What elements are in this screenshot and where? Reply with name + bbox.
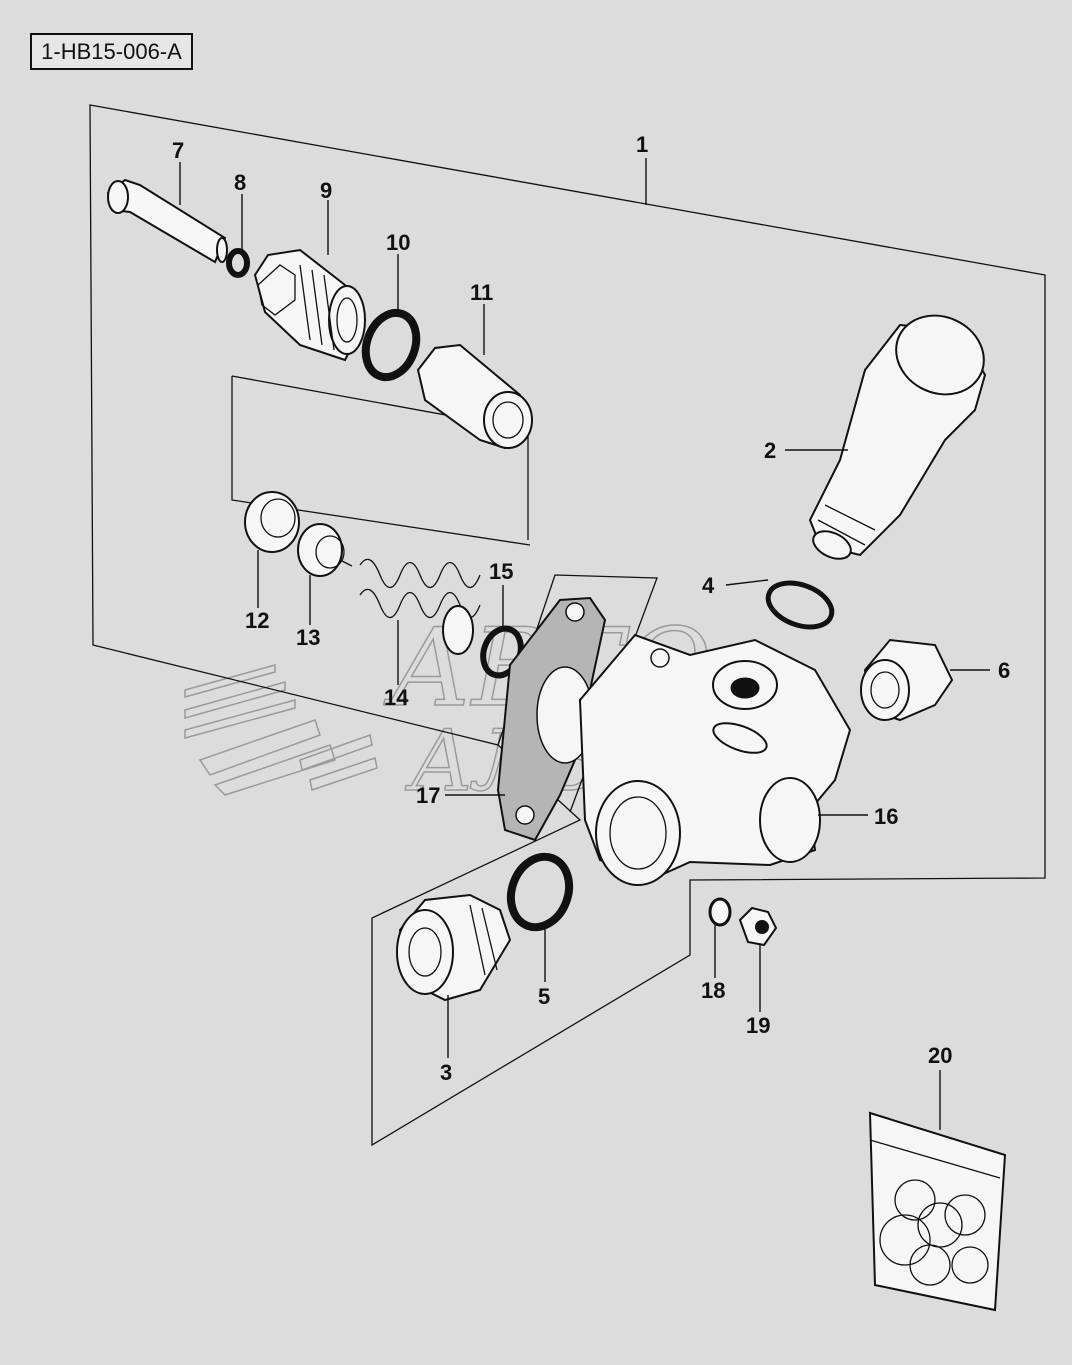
callout-8: 8 [234,170,246,195]
callout-19: 19 [746,1013,770,1038]
callout-labels: 1 2 3 4 5 6 7 8 9 10 11 12 13 14 15 16 1… [172,132,1010,1085]
callout-7: 7 [172,138,184,163]
part-10-o-ring [361,308,421,382]
part-17-gasket [496,596,607,842]
part-19-nut [738,906,778,947]
callout-5: 5 [538,984,550,1009]
part-3-connector [396,893,512,1002]
callout-3: 3 [440,1060,452,1085]
callout-15: 15 [489,559,513,584]
callout-16: 16 [874,804,898,829]
part-2-hand-primer [808,314,987,560]
part-11-sleeve [416,343,533,450]
callout-20: 20 [928,1043,952,1068]
reference-code-box: 1-HB15-006-A [30,33,193,70]
callout-13: 13 [296,625,320,650]
part-7-banjo-bolt [106,178,228,264]
callout-14: 14 [384,685,409,710]
part-18-washer [708,897,732,927]
leader-lines [179,158,990,1130]
part-14-spring [359,558,481,655]
part-9-fitting [253,248,367,362]
callout-17: 17 [416,783,440,808]
callout-1: 1 [636,132,648,157]
callout-6: 6 [998,658,1010,683]
callout-18: 18 [701,978,725,1003]
part-8-small-seal [226,248,250,278]
reference-code: 1-HB15-006-A [41,38,182,64]
callout-9: 9 [320,178,332,203]
part-12-cap [244,491,300,553]
callout-2: 2 [764,438,776,463]
part-13-valve [297,523,353,577]
part-16-housing [578,633,852,886]
part-20-repair-kit [868,1111,1007,1312]
callout-4: 4 [702,573,715,598]
kit-outline [89,104,1046,1147]
callout-10: 10 [386,230,410,255]
callout-11: 11 [470,280,493,305]
part-4-seal-ring [765,580,835,630]
callout-12: 12 [245,608,269,633]
part-5-o-ring [506,852,574,932]
part-6-plug [860,638,954,722]
watermark-logo [184,664,378,796]
